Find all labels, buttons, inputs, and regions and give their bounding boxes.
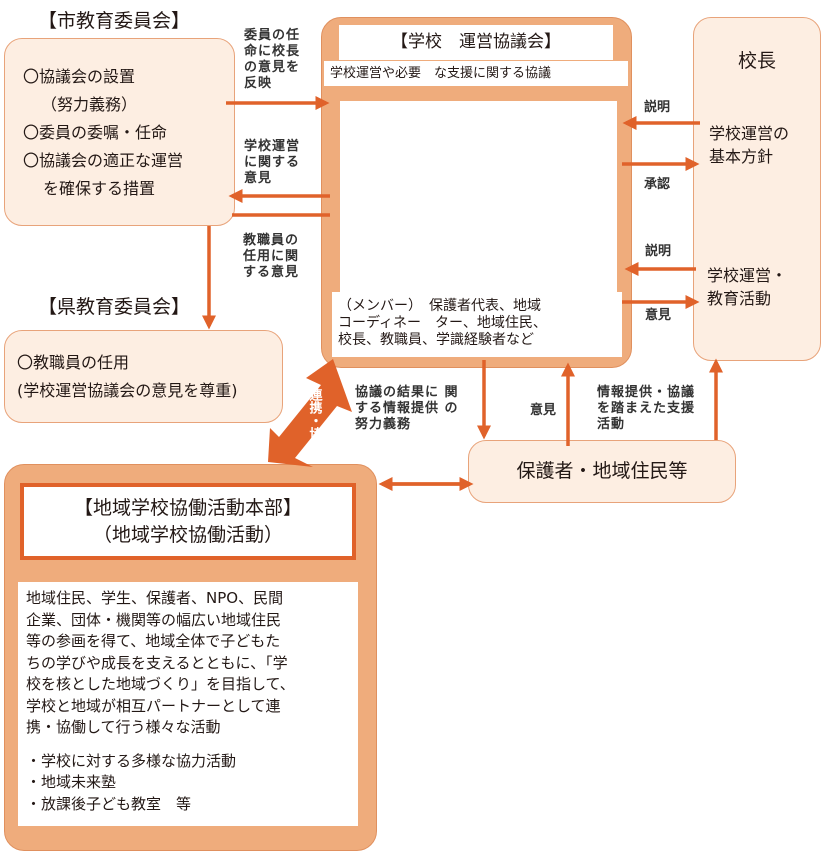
school-opinion-label: 学校運営に関する意見 <box>244 139 301 186</box>
hq-title: 【地域学校協働活動本部】 <box>73 497 302 519</box>
city-board-title: 【市教育委員会】 <box>38 10 191 32</box>
city-item: 〇協議会の設置 <box>23 67 136 86</box>
city-board-box: 〇協議会の設置 （努力義務） 〇委員の委嘱・任命 〇協議会の適正な運営 を確保す… <box>4 38 235 226</box>
hq-subtitle: （地域学校協働活動） <box>92 524 283 546</box>
opinion-right-label: 意見 <box>645 308 672 323</box>
city-item: を確保する措置 <box>43 179 156 198</box>
city-item: 〇協議会の適正な運営 <box>23 151 184 170</box>
council-subtitle: 学校運営や必要 な支援に関する協議 <box>324 61 628 86</box>
support-label: 情報提供・協議を踏まえた支援活動 <box>597 385 696 432</box>
explain-label-1: 説明 <box>644 100 671 115</box>
explain-label-2: 説明 <box>645 244 672 259</box>
hq-description: 地域住民、学生、保護者、NPO、民間企業、団体・機関等の幅広い地域住民等の参画を… <box>18 582 358 826</box>
opinion-up-label: 意見 <box>530 403 557 418</box>
principal-activity: 学校運営・教育活動 <box>707 266 788 308</box>
info-duty-label: 協議の結果に 関する情報提供 の努力義務 <box>355 385 459 432</box>
hq-bullet: ・学校に対する多様な協力活動 <box>26 751 237 770</box>
principal-box: 校長 学校運営の基本方針 学校運営・教育活動 <box>693 17 821 361</box>
city-item: 〇委員の委嘱・任命 <box>23 123 168 142</box>
council-body <box>340 101 617 293</box>
pref-board-title: 【県教育委員会】 <box>38 296 191 318</box>
principal-policy: 学校運営の基本方針 <box>709 124 790 166</box>
city-item: （努力義務） <box>41 95 138 114</box>
appointment-label: 委員の任命に校長の意見を反映 <box>244 28 301 91</box>
approve-label: 承認 <box>644 177 671 192</box>
collab-label: 連携・協働 <box>307 387 324 454</box>
collab-double-arrow <box>268 359 352 467</box>
hq-bullet: ・地域未来塾 <box>26 773 117 791</box>
hq-bullet: ・放課後子ども教室 等 <box>26 794 192 813</box>
pref-item: (学校運営協議会の意見を尊重) <box>17 381 238 400</box>
principal-title: 校長 <box>737 50 776 72</box>
council-title: 【学校 運営協議会】 <box>339 25 613 60</box>
staff-opinion-label: 教職員の任用に関する意見 <box>243 233 300 280</box>
council-members: （メンバー） 保護者代表、地域コーディネー ター、地域住民、校長、教職員、学識経… <box>332 292 622 357</box>
guardians-box: 保護者・地域住民等 <box>468 440 736 503</box>
pref-item: 〇教職員の任用 <box>17 353 130 372</box>
pref-board-box: 〇教職員の任用 (学校運営協議会の意見を尊重) <box>4 330 283 423</box>
hq-title-box: 【地域学校協働活動本部】 （地域学校協働活動） <box>20 483 356 560</box>
